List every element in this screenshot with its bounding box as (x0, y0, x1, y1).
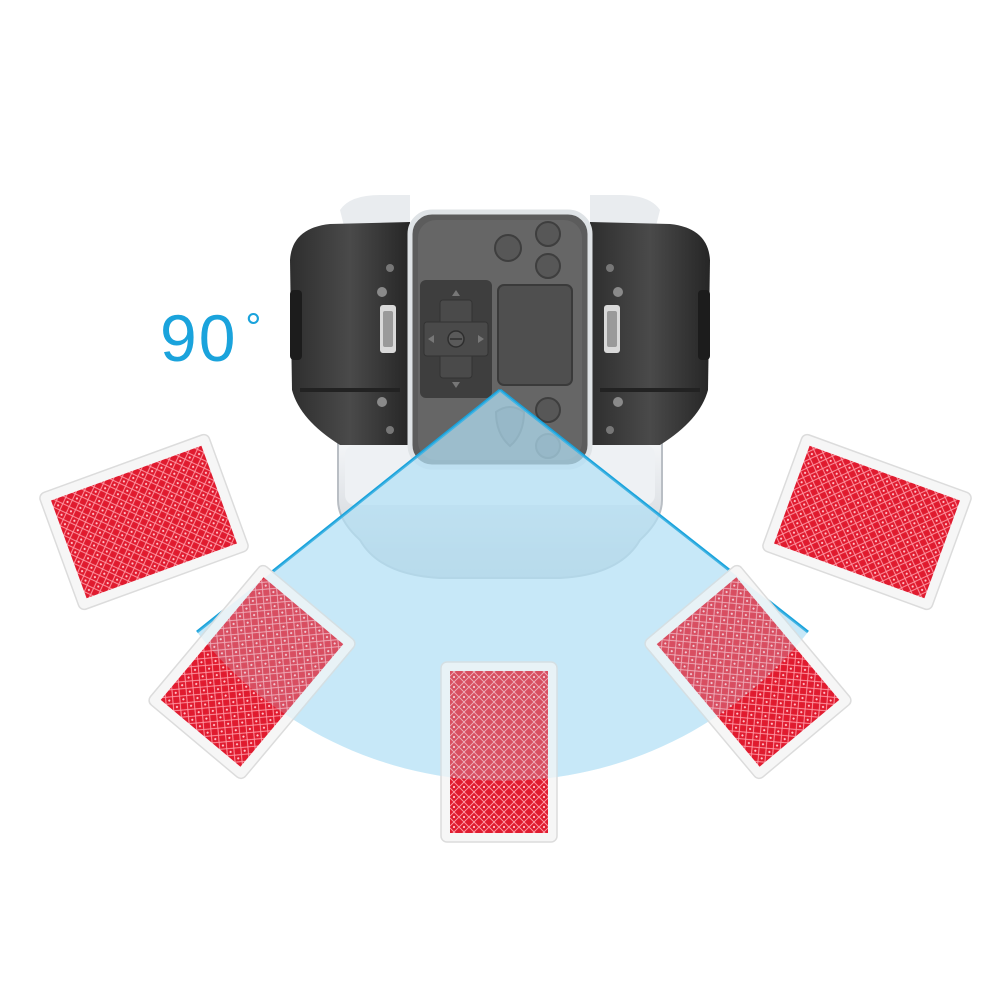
panel-button-top-left[interactable] (494, 234, 522, 262)
angle-value: 90 (160, 301, 238, 375)
degree-symbol: ° (245, 306, 264, 350)
card-near-left (148, 564, 356, 780)
scan-fan (197, 390, 808, 781)
panel-button-top-right[interactable] (535, 221, 561, 247)
card-center (440, 661, 558, 843)
card-near-right (644, 564, 852, 780)
d-pad[interactable] (420, 280, 492, 398)
card-far-left (39, 433, 249, 611)
angle-label: 90° (160, 300, 263, 376)
panel-button-second-right[interactable] (535, 253, 561, 279)
panel-screen (497, 284, 573, 386)
card-far-right (762, 433, 972, 611)
panel-button-lower-1[interactable] (535, 397, 561, 423)
